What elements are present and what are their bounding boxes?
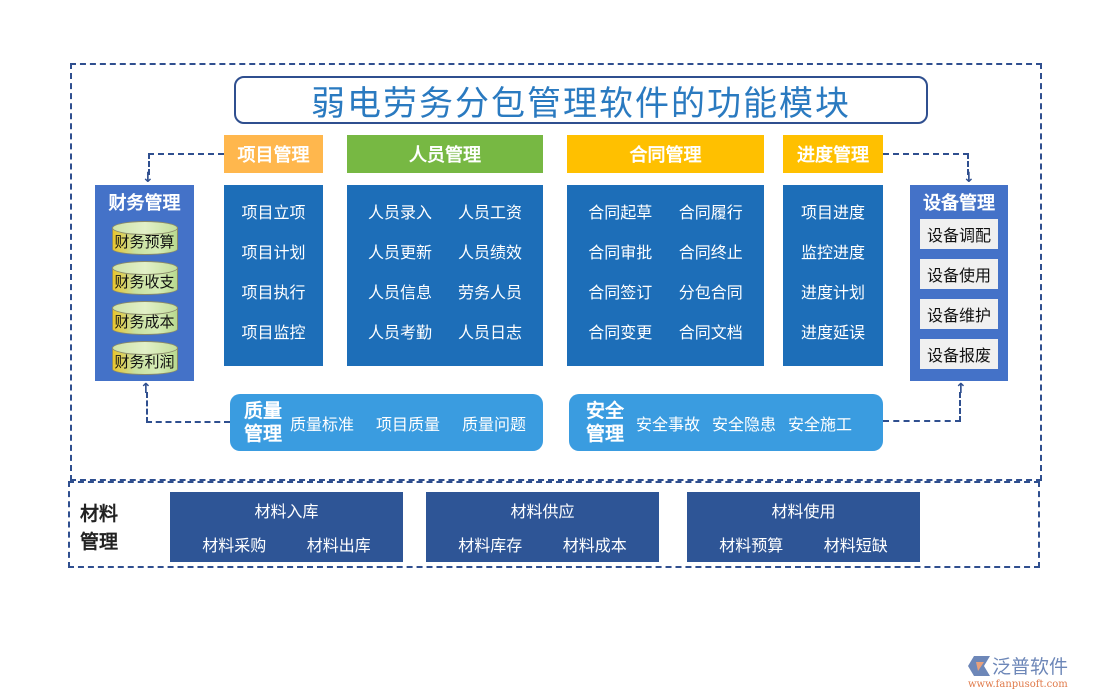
module-item[interactable]: 合同文档 [678, 323, 743, 342]
database-icon[interactable]: 财务成本 [111, 301, 178, 335]
module-item[interactable]: 合同履行 [678, 203, 743, 222]
module-item[interactable]: 进度延误 [800, 323, 865, 342]
module-item[interactable]: 分包合同 [678, 283, 743, 302]
material-items-row: 材料采购 材料出库 [170, 532, 403, 556]
material-item[interactable]: 材料成本 [562, 536, 627, 555]
quality-item[interactable]: 质量标准 [290, 414, 355, 434]
material-title-line1: 材料 [80, 503, 119, 525]
quality-title-line2: 管理 [244, 422, 283, 445]
connector-line [883, 392, 961, 422]
quality-item[interactable]: 质量问题 [462, 414, 527, 434]
progress-management-panel: 项目进度 监控进度 进度计划 进度延误 [783, 185, 883, 366]
connector-line [148, 153, 224, 175]
module-item[interactable]: 人员录入 [367, 203, 432, 222]
material-items-row: 材料预算 材料短缺 [687, 532, 920, 556]
module-item[interactable]: 项目进度 [800, 203, 865, 222]
connector-line [883, 153, 969, 175]
module-item[interactable]: 监控进度 [800, 243, 865, 262]
logo-name: 泛普软件 [992, 656, 1069, 678]
material-item[interactable]: 材料短缺 [823, 536, 888, 555]
safety-title-line2: 管理 [586, 422, 625, 445]
safety-item[interactable]: 安全施工 [788, 414, 853, 434]
equipment-item[interactable]: 设备调配 [920, 219, 998, 249]
quality-management-title: 质量 管理 [244, 400, 290, 446]
project-management-panel: 项目立项 项目计划 项目执行 项目监控 [224, 185, 323, 366]
database-icon[interactable]: 财务利润 [111, 341, 178, 375]
contract-management-header: 合同管理 [567, 135, 764, 173]
arrow-up-icon: ↑ [140, 381, 152, 397]
module-item[interactable]: 项目监控 [241, 323, 306, 342]
module-item[interactable]: 人员工资 [457, 203, 522, 222]
finance-management-title: 财务管理 [108, 193, 181, 214]
material-title-line2: 管理 [80, 531, 119, 553]
quality-title-line1: 质量 [244, 399, 283, 422]
equipment-item[interactable]: 设备报废 [920, 339, 998, 369]
module-item[interactable]: 项目立项 [241, 203, 306, 222]
material-items-row: 材料库存 材料成本 [426, 532, 659, 556]
material-item[interactable]: 材料采购 [202, 536, 267, 555]
safety-item[interactable]: 安全事故 [636, 414, 701, 434]
personnel-management-header: 人员管理 [347, 135, 543, 173]
progress-management-header: 进度管理 [783, 135, 883, 173]
material-management-title: 材料 管理 [80, 500, 118, 556]
connector-line [146, 392, 230, 423]
logo-icon [968, 655, 990, 676]
brand-logo: 泛普软件 www.fanpusoft.com [968, 652, 1094, 692]
equipment-management-title: 设备管理 [923, 193, 995, 214]
equipment-management-box: 设备管理 设备调配 设备使用 设备维护 设备报废 [910, 185, 1008, 381]
module-item[interactable]: 合同起草 [588, 203, 653, 222]
module-item[interactable]: 项目计划 [241, 243, 306, 262]
module-item[interactable]: 合同审批 [588, 243, 653, 262]
material-item[interactable]: 材料出库 [306, 536, 371, 555]
module-item[interactable]: 人员日志 [457, 323, 522, 342]
database-icon[interactable]: 财务预算 [111, 221, 178, 255]
material-module-frame [68, 481, 1040, 568]
module-item[interactable]: 人员信息 [367, 283, 432, 302]
arrow-down-icon: ↓ [963, 170, 975, 186]
safety-management-bar: 安全 管理 安全事故 安全隐患 安全施工 [569, 394, 883, 451]
material-group-box: 材料使用 材料预算 材料短缺 [687, 492, 920, 562]
logo-url[interactable]: www.fanpusoft.com [968, 679, 1068, 690]
finance-item: 财务成本 [114, 313, 175, 331]
equipment-item[interactable]: 设备维护 [920, 299, 998, 329]
page-title: 弱电劳务分包管理软件的功能模块 [234, 76, 928, 124]
personnel-management-panel: 人员录入 人员工资 人员更新 人员绩效 人员信息 劳务人员 人员考勤 人员日志 [347, 185, 543, 366]
arrow-up-icon: ↑ [955, 381, 967, 397]
finance-item: 财务利润 [114, 353, 175, 371]
module-item[interactable]: 合同变更 [588, 323, 653, 342]
module-item[interactable]: 劳务人员 [457, 283, 522, 302]
module-item[interactable]: 进度计划 [800, 283, 865, 302]
arrow-down-icon: ↓ [142, 170, 154, 186]
equipment-item[interactable]: 设备使用 [920, 259, 998, 289]
material-group-box: 材料入库 材料采购 材料出库 [170, 492, 403, 562]
safety-title-line1: 安全 [586, 399, 625, 422]
module-item[interactable]: 项目执行 [241, 283, 306, 302]
main-module-frame [70, 63, 1042, 481]
quality-item[interactable]: 项目质量 [376, 414, 441, 434]
contract-management-panel: 合同起草 合同履行 合同审批 合同终止 合同签订 分包合同 合同变更 合同文档 [567, 185, 764, 366]
material-group-title: 材料供应 [510, 502, 575, 521]
material-group-title: 材料入库 [254, 502, 319, 521]
safety-item[interactable]: 安全隐患 [712, 414, 777, 434]
module-item[interactable]: 人员考勤 [367, 323, 432, 342]
module-item[interactable]: 合同终止 [678, 243, 743, 262]
finance-item: 财务收支 [114, 273, 175, 291]
module-item[interactable]: 人员更新 [367, 243, 432, 262]
material-item[interactable]: 材料预算 [719, 536, 784, 555]
finance-item: 财务预算 [114, 233, 175, 251]
quality-management-bar: 质量 管理 质量标准 项目质量 质量问题 [230, 394, 543, 451]
safety-management-title: 安全 管理 [586, 400, 632, 446]
module-item[interactable]: 合同签订 [588, 283, 653, 302]
module-item[interactable]: 人员绩效 [457, 243, 522, 262]
material-group-title: 材料使用 [771, 502, 836, 521]
project-management-header: 项目管理 [224, 135, 323, 173]
finance-management-box: 财务管理 财务预算 财务收支 财务成本 财务利润 [95, 185, 194, 381]
material-item[interactable]: 材料库存 [458, 536, 523, 555]
database-icon[interactable]: 财务收支 [111, 261, 178, 295]
material-group-box: 材料供应 材料库存 材料成本 [426, 492, 659, 562]
